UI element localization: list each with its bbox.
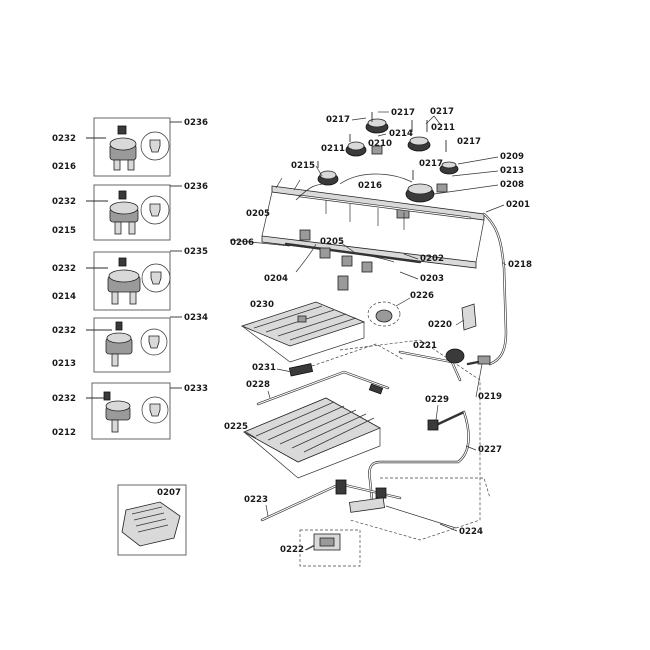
label-0203: 0203	[420, 274, 444, 284]
label-0207: 0207	[157, 488, 181, 498]
label-0228: 0228	[246, 380, 270, 390]
base-outline	[339, 339, 481, 541]
label-0206: 0206	[230, 238, 254, 248]
label-0201: 0201	[506, 200, 530, 210]
valve-line-0221	[398, 348, 491, 382]
detail-box-0212	[86, 382, 182, 440]
label-0225: 0225	[224, 422, 248, 432]
label-0214-right: 0214	[389, 129, 413, 139]
label-0215-right: 0215	[291, 161, 315, 171]
valve-assembly-0224	[349, 487, 457, 529]
igniter-strip-0231	[288, 343, 405, 377]
label-0224: 0224	[459, 527, 483, 537]
label-0216-right: 0216	[358, 181, 382, 191]
label-0217-a: 0217	[326, 115, 350, 125]
label-0217-c: 0217	[430, 107, 454, 117]
label-0210: 0210	[368, 139, 392, 149]
label-0229: 0229	[425, 395, 449, 405]
burner-assembly	[317, 112, 459, 219]
label-0226: 0226	[410, 291, 434, 301]
gas-manifold-frame	[229, 173, 485, 291]
label-0218: 0218	[508, 260, 532, 270]
label-0208: 0208	[500, 180, 524, 190]
label-0209: 0209	[500, 152, 524, 162]
label-0223: 0223	[244, 495, 268, 505]
label-0217-d: 0217	[457, 137, 481, 147]
label-0231: 0231	[252, 363, 276, 373]
label-0219: 0219	[478, 392, 502, 402]
label-0202: 0202	[420, 254, 444, 264]
leader-lines	[245, 111, 507, 551]
label-0220: 0220	[428, 320, 452, 330]
control-unit-0222	[299, 529, 361, 567]
label-0205-a: 0205	[246, 209, 270, 219]
label-0205-b: 0205	[320, 237, 344, 247]
label-0214-left: 0214	[52, 292, 76, 302]
detail-box-0213	[86, 316, 182, 373]
label-0215-left: 0215	[52, 226, 76, 236]
label-0213-right: 0213	[500, 166, 524, 176]
label-0236-b: 0236	[184, 182, 208, 192]
label-0204: 0204	[264, 274, 288, 284]
heat-shield-0230	[240, 301, 366, 363]
lower-plate-0225	[243, 397, 381, 479]
valve-0229	[427, 410, 466, 431]
regulator-0226	[367, 297, 411, 327]
gas-tube-0218	[482, 212, 508, 366]
detail-box-0214	[86, 250, 182, 311]
label-0211-b: 0211	[321, 144, 345, 154]
label-0213-left: 0213	[52, 359, 76, 369]
rod-0228	[256, 370, 390, 406]
label-0222: 0222	[280, 545, 304, 555]
part-labels: 0236 0232 0216 0236 0232 0215 0235 0232 …	[52, 107, 532, 555]
label-0217-e: 0217	[419, 159, 443, 169]
bracket-0220	[461, 303, 477, 331]
label-0233: 0233	[184, 384, 208, 394]
label-0212: 0212	[52, 428, 76, 438]
label-0232-e: 0232	[52, 394, 76, 404]
label-0211-a: 0211	[431, 123, 455, 133]
label-0234: 0234	[184, 313, 208, 323]
detail-box-0207	[117, 484, 187, 556]
gas-tube-0227	[368, 410, 491, 502]
label-0221: 0221	[413, 341, 437, 351]
label-0230: 0230	[250, 300, 274, 310]
label-0227: 0227	[478, 445, 502, 455]
label-0232-d: 0232	[52, 326, 76, 336]
label-0236-a: 0236	[184, 118, 208, 128]
label-0217-b: 0217	[391, 108, 415, 118]
label-0232-a: 0232	[52, 134, 76, 144]
label-0216-left: 0216	[52, 162, 76, 172]
detail-box-0216	[86, 117, 182, 177]
label-0232-b: 0232	[52, 197, 76, 207]
label-0235: 0235	[184, 247, 208, 257]
detail-box-0215	[86, 184, 182, 241]
label-0232-c: 0232	[52, 264, 76, 274]
